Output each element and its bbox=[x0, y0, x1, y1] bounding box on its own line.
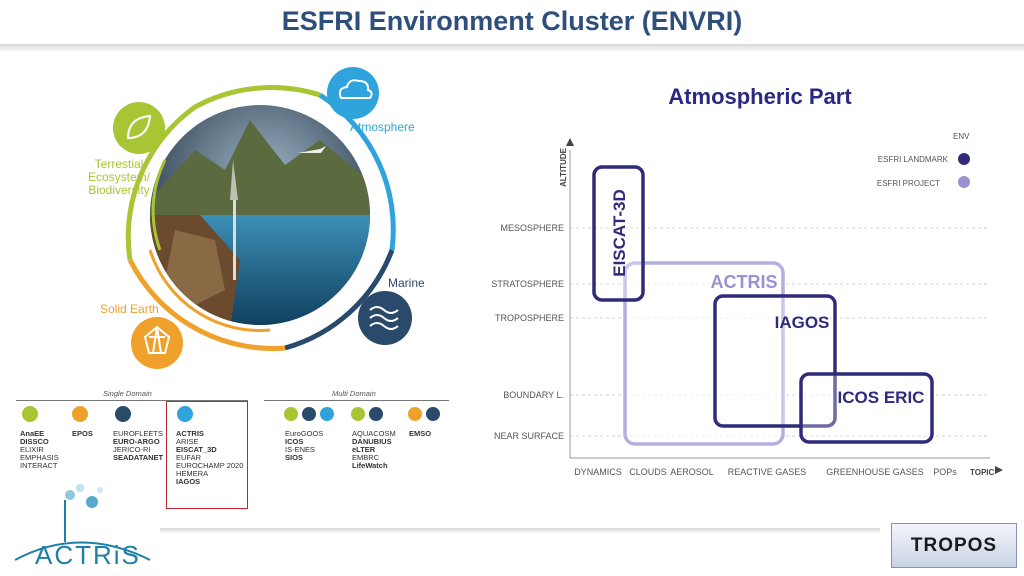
eiscat-box-label: EISCAT-3D bbox=[610, 189, 629, 277]
domain-item: EPOS bbox=[72, 429, 93, 438]
icos-box bbox=[799, 372, 934, 444]
single-domain-rule bbox=[16, 400, 248, 401]
y-level-boundary: BOUNDARY L. bbox=[503, 390, 564, 400]
y-level-stratosphere: STRATOSPHERE bbox=[491, 279, 564, 289]
domain-item: AQUACOSM bbox=[352, 429, 396, 438]
single-solid-earth-list: EPOS bbox=[72, 430, 93, 438]
y-level-mesosphere: MESOSPHERE bbox=[500, 223, 564, 233]
domain-item: INTERACT bbox=[20, 461, 58, 470]
domain-item: EMBRC bbox=[352, 453, 380, 462]
x-topic-clouds: CLOUDS bbox=[629, 467, 667, 477]
domain-item: HEMERA bbox=[176, 469, 209, 478]
atmosphere-label: Atmosphere bbox=[350, 120, 415, 134]
domain-icons bbox=[22, 406, 440, 422]
domain-item: EISCAT_3D bbox=[176, 445, 217, 454]
domain-item: EUFAR bbox=[176, 453, 202, 462]
marine-icon bbox=[369, 407, 383, 421]
domain-item: DANUBIUS bbox=[352, 437, 392, 446]
tropos-logo: TROPOS bbox=[891, 523, 1017, 568]
tropos-logo-text: TROPOS bbox=[910, 534, 998, 556]
domain-item: DISSCO bbox=[20, 437, 49, 446]
domain-item: EuroGOOS bbox=[285, 429, 324, 438]
marine-icon bbox=[302, 407, 316, 421]
marine-icon bbox=[426, 407, 440, 421]
title-divider bbox=[0, 44, 1024, 52]
domain-item: LifeWatch bbox=[352, 461, 388, 470]
x-topic-aerosol: AEROSOL bbox=[670, 467, 714, 477]
domain-item: EMPHASIS bbox=[20, 453, 59, 462]
multi-domain-rule bbox=[264, 400, 449, 401]
legend-project-swatch bbox=[958, 176, 970, 188]
domain-item: EURO-ARGO bbox=[113, 437, 160, 446]
domain-item: ICOS bbox=[285, 437, 304, 446]
atmospheric-title: Atmospheric Part bbox=[668, 84, 852, 109]
domain-item: AnaEE bbox=[20, 429, 45, 438]
x-axis-label: TOPIC bbox=[970, 468, 995, 477]
actris-box-label: ACTRIS bbox=[711, 272, 778, 292]
y-level-near-surface: NEAR SURFACE bbox=[494, 431, 564, 441]
actris-logo bbox=[14, 484, 151, 561]
x-topic-reactive-gases: REACTIVE GASES bbox=[728, 467, 807, 477]
domain-item: EUROCHAMP 2020 bbox=[176, 461, 244, 470]
domain-item: IAGOS bbox=[176, 477, 201, 486]
marine-label: Marine bbox=[388, 276, 425, 290]
actris-logo-text: ACTRiS bbox=[35, 540, 141, 570]
x-topic-dynamics: DYNAMICS bbox=[574, 467, 622, 477]
domain-item: ELIXIR bbox=[20, 445, 44, 454]
terrestial-icon bbox=[284, 407, 298, 421]
domain-item: JERICO-RI bbox=[113, 445, 151, 454]
domain-item: SEADATANET bbox=[113, 453, 164, 462]
eiscat-box bbox=[592, 165, 645, 302]
domain-item: SIOS bbox=[285, 453, 303, 462]
terrestial-icon bbox=[22, 406, 38, 422]
iagos-box-label: IAGOS bbox=[775, 313, 830, 332]
solid-earth-label: Solid Earth bbox=[100, 302, 159, 316]
domain-item: ACTRIS bbox=[176, 429, 204, 438]
iagos-box bbox=[713, 294, 837, 428]
legend-title: ENV bbox=[953, 132, 970, 141]
atmospheric-diagram: ALTITUDE TOPIC NEAR SURFACE BOUNDARY L. … bbox=[491, 132, 1003, 477]
multi-domain-header: Multi Domain bbox=[332, 389, 376, 398]
actris-box bbox=[623, 261, 785, 446]
y-axis-label: ALTITUDE bbox=[559, 147, 568, 187]
single-domain-header: Single Domain bbox=[103, 389, 152, 398]
y-level-troposphere: TROPOSPHERE bbox=[495, 313, 564, 323]
marine-icon bbox=[115, 406, 131, 422]
domain-item: EMSO bbox=[409, 429, 432, 438]
terrestial-icon bbox=[351, 407, 365, 421]
x-topic-greenhouse-gases: GREENHOUSE GASES bbox=[826, 467, 924, 477]
bottom-divider bbox=[160, 528, 880, 534]
solid-earth-icon bbox=[72, 406, 88, 422]
page-title: ESFRI Environment Cluster (ENVRI) bbox=[281, 6, 743, 36]
x-topic-pops: POPs bbox=[933, 467, 957, 477]
domain-item: eLTER bbox=[352, 445, 376, 454]
icos-box-label: ICOS ERIC bbox=[838, 388, 925, 407]
multi-list-3: EMSO bbox=[409, 430, 431, 438]
legend-landmark-label: ESFRI LANDMARK bbox=[878, 155, 949, 164]
atmosphere-highlight-box bbox=[166, 401, 248, 509]
atmosphere-icon bbox=[320, 407, 334, 421]
legend-landmark-swatch bbox=[958, 153, 970, 165]
legend-project-label: ESFRI PROJECT bbox=[877, 179, 940, 188]
domain-item: EUROFLEETS bbox=[113, 429, 164, 438]
domain-item: IS-ENES bbox=[285, 445, 316, 454]
atmosphere-icon bbox=[177, 406, 193, 422]
envri-wheel bbox=[113, 67, 412, 369]
domain-item: ARISE bbox=[176, 437, 199, 446]
solid-earth-icon bbox=[408, 407, 422, 421]
